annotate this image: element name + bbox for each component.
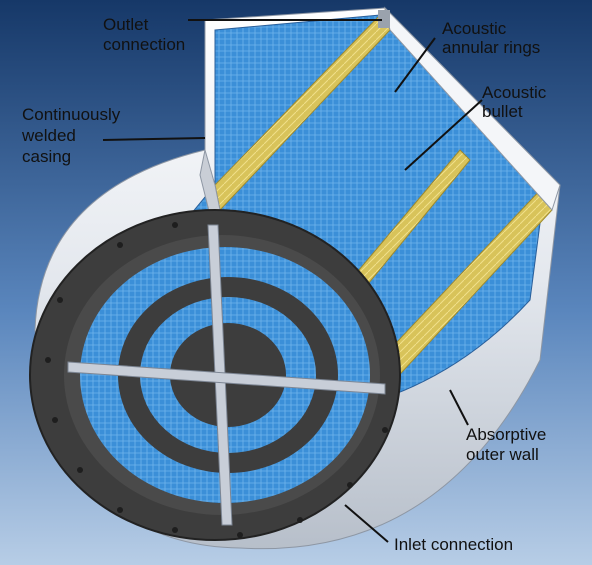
flange-bolt-holes — [45, 222, 388, 538]
leader-lines — [102, 19, 483, 543]
label-inlet-connection: Inlet connection — [394, 535, 513, 554]
support-struts — [67, 224, 386, 526]
outlet-nozzle — [378, 10, 390, 28]
leader-annular-rings — [394, 37, 436, 93]
leader-inlet — [344, 504, 389, 543]
leader-bullet — [404, 99, 483, 171]
leader-outer-wall — [449, 389, 469, 426]
label-continuously-welded-casing: Continuously welded casing — [21, 105, 125, 166]
leader-casing — [102, 137, 206, 141]
label-absorptive-outer-wall: Absorptive outer wall — [466, 425, 551, 464]
label-outlet-connection: Outlet connection — [103, 15, 185, 54]
label-acoustic-bullet: Acoustic bullet — [482, 83, 551, 121]
label-acoustic-annular-rings: Acoustic annular rings — [442, 19, 540, 57]
